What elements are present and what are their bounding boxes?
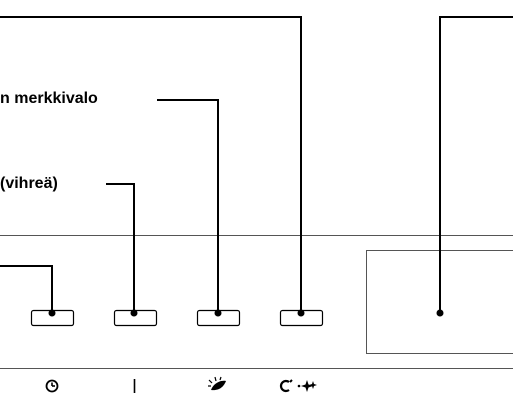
timer-icon <box>45 379 59 393</box>
dot-timer <box>48 309 56 317</box>
green-label: (vihreä) <box>0 175 58 192</box>
dot-mode <box>214 309 222 317</box>
leader-display <box>439 16 513 312</box>
cool-clean-icon <box>279 379 317 393</box>
leader-clean <box>0 16 302 312</box>
dot-clean <box>297 309 305 317</box>
dry-icon <box>208 376 226 391</box>
leader-timer <box>0 265 53 312</box>
indicator-light-label: n merkkivalo <box>0 90 98 107</box>
leader-power <box>106 183 135 312</box>
dot-power <box>130 309 138 317</box>
dot-display <box>436 309 444 317</box>
leader-mode <box>157 99 219 312</box>
